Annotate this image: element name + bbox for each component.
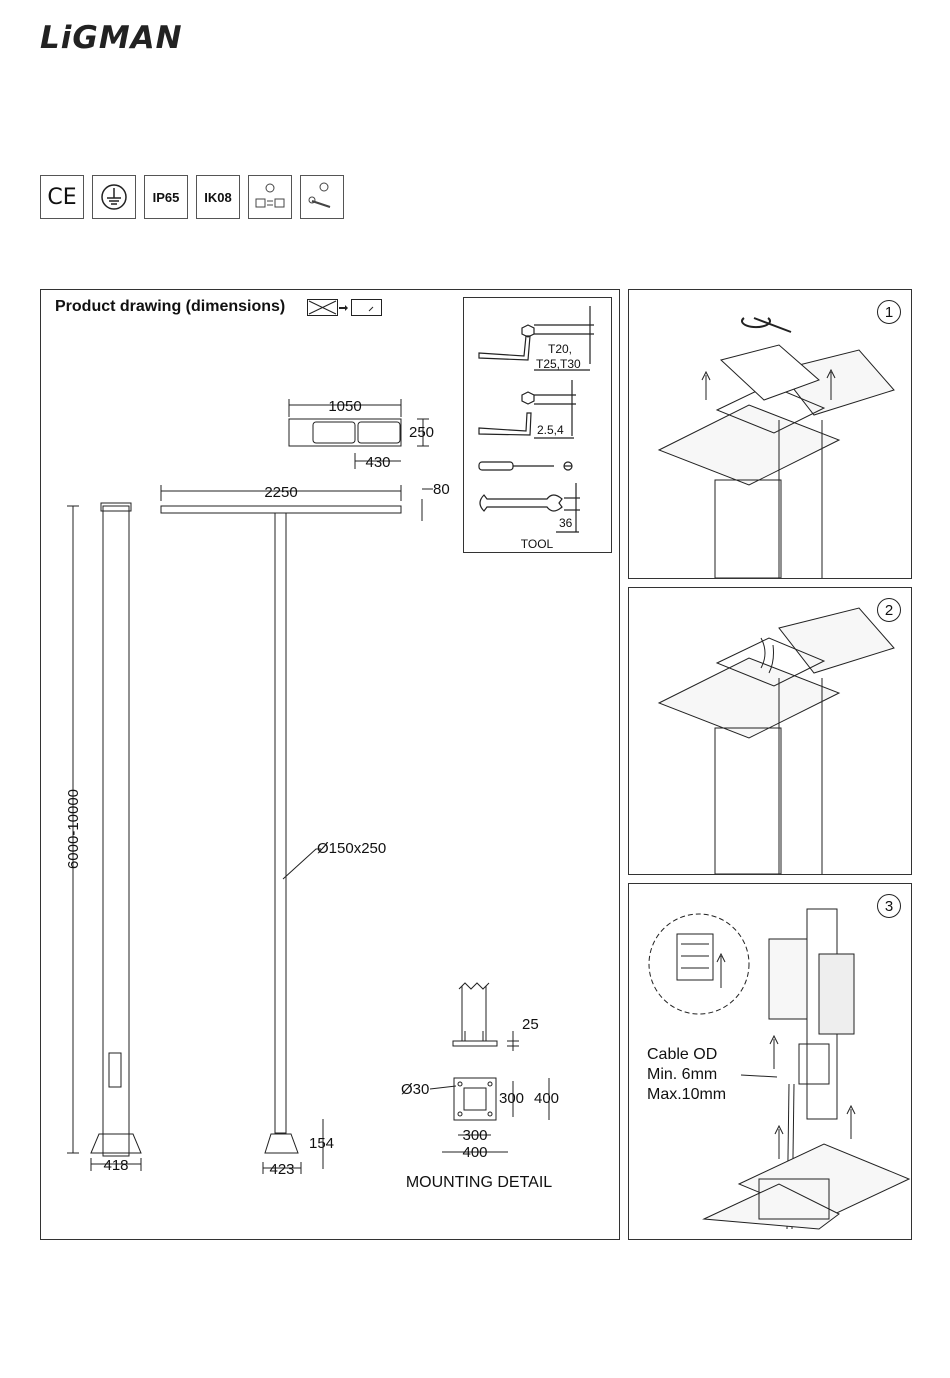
cable-od-label: Cable OD (647, 1046, 717, 1063)
dim-head-width: 250 (409, 424, 434, 441)
install-step-1: 1 (628, 289, 912, 579)
dim-base-left: 418 (103, 1157, 128, 1174)
certification-row: CE IP65 IK08 (40, 175, 344, 219)
hex-key-icon (479, 413, 531, 435)
install-step-3: 3 Cable OD Min. 6mm Max.10mm (628, 883, 912, 1240)
dim-plate-size-h: 400 (462, 1144, 487, 1161)
tool-hex-sizes: 2.5,4 (537, 423, 564, 437)
step-number-2: 2 (877, 598, 901, 622)
tool-access-icon (300, 175, 344, 219)
ik08-badge: IK08 (196, 175, 240, 219)
cable-max-label: Max.10mm (647, 1086, 726, 1103)
product-drawing-panel: Product drawing (dimensions) (40, 289, 620, 1240)
install-step-2: 2 (628, 587, 912, 875)
dim-head-length: 1050 (328, 398, 361, 415)
dim-bolt-diameter: Ø30 (401, 1081, 429, 1098)
tool-title: TOOL (521, 537, 554, 551)
dim-pole-section: Ø150x250 (317, 840, 386, 857)
step-number-3: 3 (877, 894, 901, 918)
dim-base-right: 423 (269, 1161, 294, 1178)
screwdriver-icon (479, 462, 513, 470)
driver-access-icon (248, 175, 292, 219)
tool-torx-sizes: T20, (548, 342, 572, 356)
torx-key-icon (479, 336, 530, 360)
dim-bolt-spacing-h: 300 (462, 1127, 487, 1144)
tool-box: T20, T25,T30 2.5,4 36 TOOL (463, 297, 612, 553)
ce-mark-icon: CE (40, 175, 84, 219)
dim-plate-size-v: 400 (534, 1090, 559, 1107)
step-3-illustration: Cable OD Min. 6mm Max.10mm (629, 884, 911, 1239)
earth-ground-icon (92, 175, 136, 219)
cable-min-label: Min. 6mm (647, 1066, 717, 1083)
ip65-badge: IP65 (144, 175, 188, 219)
dim-plate-thickness: 25 (522, 1016, 539, 1033)
dim-bolt-spacing-v: 300 (499, 1090, 524, 1107)
tool-wrench-size: 36 (559, 516, 573, 530)
mounting-detail-label: MOUNTING DETAIL (406, 1174, 552, 1191)
dim-base-height: 154 (309, 1135, 334, 1152)
dim-pole-height: 6000-10000 (65, 789, 82, 869)
step-number-1: 1 (877, 300, 901, 324)
ip65-label: IP65 (153, 190, 180, 205)
dim-head-offset: 430 (365, 454, 390, 471)
brand-logo: LiGMAN (40, 20, 183, 56)
dim-arm-span: 2250 (264, 484, 297, 501)
dim-arm-thickness: 80 (433, 481, 450, 498)
ik08-label: IK08 (204, 190, 231, 205)
step-1-illustration (629, 290, 911, 578)
wrench-icon (480, 495, 562, 511)
tool-torx-sizes-2: T25,T30 (536, 357, 581, 371)
step-2-illustration (629, 588, 911, 874)
ce-label: CE (47, 185, 76, 210)
